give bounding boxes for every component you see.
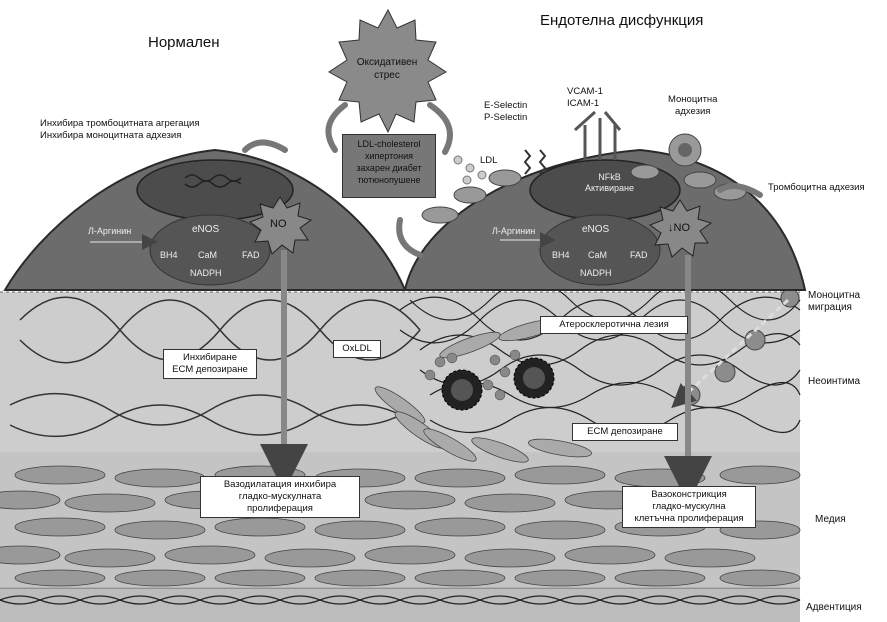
neointima-label: Неоинтима [808, 376, 860, 387]
vasodilation-line-3: пролиферация [205, 503, 355, 515]
e-selectin: E-Selectin [484, 100, 527, 112]
oxidative-stress-label: Оксидативен стрес [343, 56, 431, 82]
inhibits-list: Инхибира тромбоцитната агрегация Инхибир… [40, 118, 200, 142]
dysfunction-bh4: BH4 [552, 250, 570, 260]
normal-l-arginine: Л-Аргинин [88, 226, 131, 236]
risk-factor-hypertension: хипертония [345, 150, 433, 162]
monocyte-adhesion-line-2: адхезия [668, 106, 717, 118]
dysfunction-l-arginine: Л-Аргинин [492, 226, 535, 236]
normal-enos: eNOS [192, 224, 219, 235]
vasoconstriction-line-2: гладко-мускулна [627, 501, 751, 513]
normal-no-label: NO [270, 218, 287, 230]
inhibits-monocyte: Инхибира моноцитната адхезия [40, 130, 200, 142]
inhibit-ecm-line-1: Инхибиране [168, 352, 252, 364]
icam-1: ICAM-1 [567, 98, 603, 110]
adventitia-background [0, 588, 800, 622]
nfkb-line-1: NFkB [585, 172, 634, 183]
vasodilation-box: Вазодилатация инхибира гладко-мускулната… [200, 476, 360, 518]
inhibits-platelet: Инхибира тромбоцитната агрегация [40, 118, 200, 130]
platelet-adhesion-label: Тромбоцитна адхезия [768, 182, 865, 194]
risk-factor-diabetes: захарен диабет [345, 162, 433, 174]
vasodilation-line-2: гладко-мускулната [205, 491, 355, 503]
dysfunction-enos: eNOS [582, 224, 609, 235]
media-label: Медия [815, 514, 846, 525]
dysfunction-cam: CaM [588, 250, 607, 260]
nfkb-line-2: Активиране [585, 183, 634, 194]
oxldl-box: OxLDL [333, 340, 381, 358]
dysfunction-fad: FAD [630, 250, 648, 260]
lesion-box: Атеросклеротична лезия [540, 316, 688, 334]
monocyte-adhesion-line-1: Моноцитна [668, 94, 717, 106]
vasoconstriction-box: Вазоконстрикция гладко-мускулна клетъчна… [622, 486, 756, 528]
title-normal: Нормален [148, 34, 220, 51]
title-dysfunction: Ендотелна дисфункция [540, 12, 703, 29]
p-selectin: P-Selectin [484, 112, 527, 124]
nfkb-label: NFkB Активиране [585, 172, 634, 194]
normal-cam: CaM [198, 250, 217, 260]
vasodilation-line-1: Вазодилатация инхибира [205, 479, 355, 491]
monocyte-adhesion-label: Моноцитна адхезия [668, 94, 717, 118]
inhibit-ecm-line-2: ECM депозиране [168, 364, 252, 376]
normal-fad: FAD [242, 250, 260, 260]
ldl-label: LDL [480, 155, 497, 167]
inhibit-ecm-box: Инхибиране ECM депозиране [163, 349, 257, 379]
risk-factor-ldl: LDL-cholesterol [345, 138, 433, 150]
normal-bh4: BH4 [160, 250, 178, 260]
vasoconstriction-line-3: клетъчна пролиферация [627, 513, 751, 525]
monocyte-migration-line-2: миграция [808, 302, 860, 314]
selectin-squiggle [525, 150, 530, 174]
risk-factor-smoking: тютюнопушене [345, 174, 433, 186]
adhesion-molecules-label: VCAM-1 ICAM-1 [567, 86, 603, 110]
monocyte-migration-line-1: Моноцитна [808, 290, 860, 302]
dysfunction-no-label: ↓NO [668, 222, 690, 234]
risk-factors-box: LDL-cholesterol хипертония захарен диабе… [342, 134, 436, 198]
vcam-1: VCAM-1 [567, 86, 603, 98]
dysfunction-nadph: NADPH [580, 268, 612, 278]
selectins-label: E-Selectin P-Selectin [484, 100, 527, 124]
adventitia-label: Адвентиция [806, 602, 862, 613]
ecm-deposition-box: ECM депозиране [572, 423, 678, 441]
monocyte-migration-label: Моноцитна миграция [808, 290, 860, 314]
normal-nadph: NADPH [190, 268, 222, 278]
vasoconstriction-line-1: Вазоконстрикция [627, 489, 751, 501]
